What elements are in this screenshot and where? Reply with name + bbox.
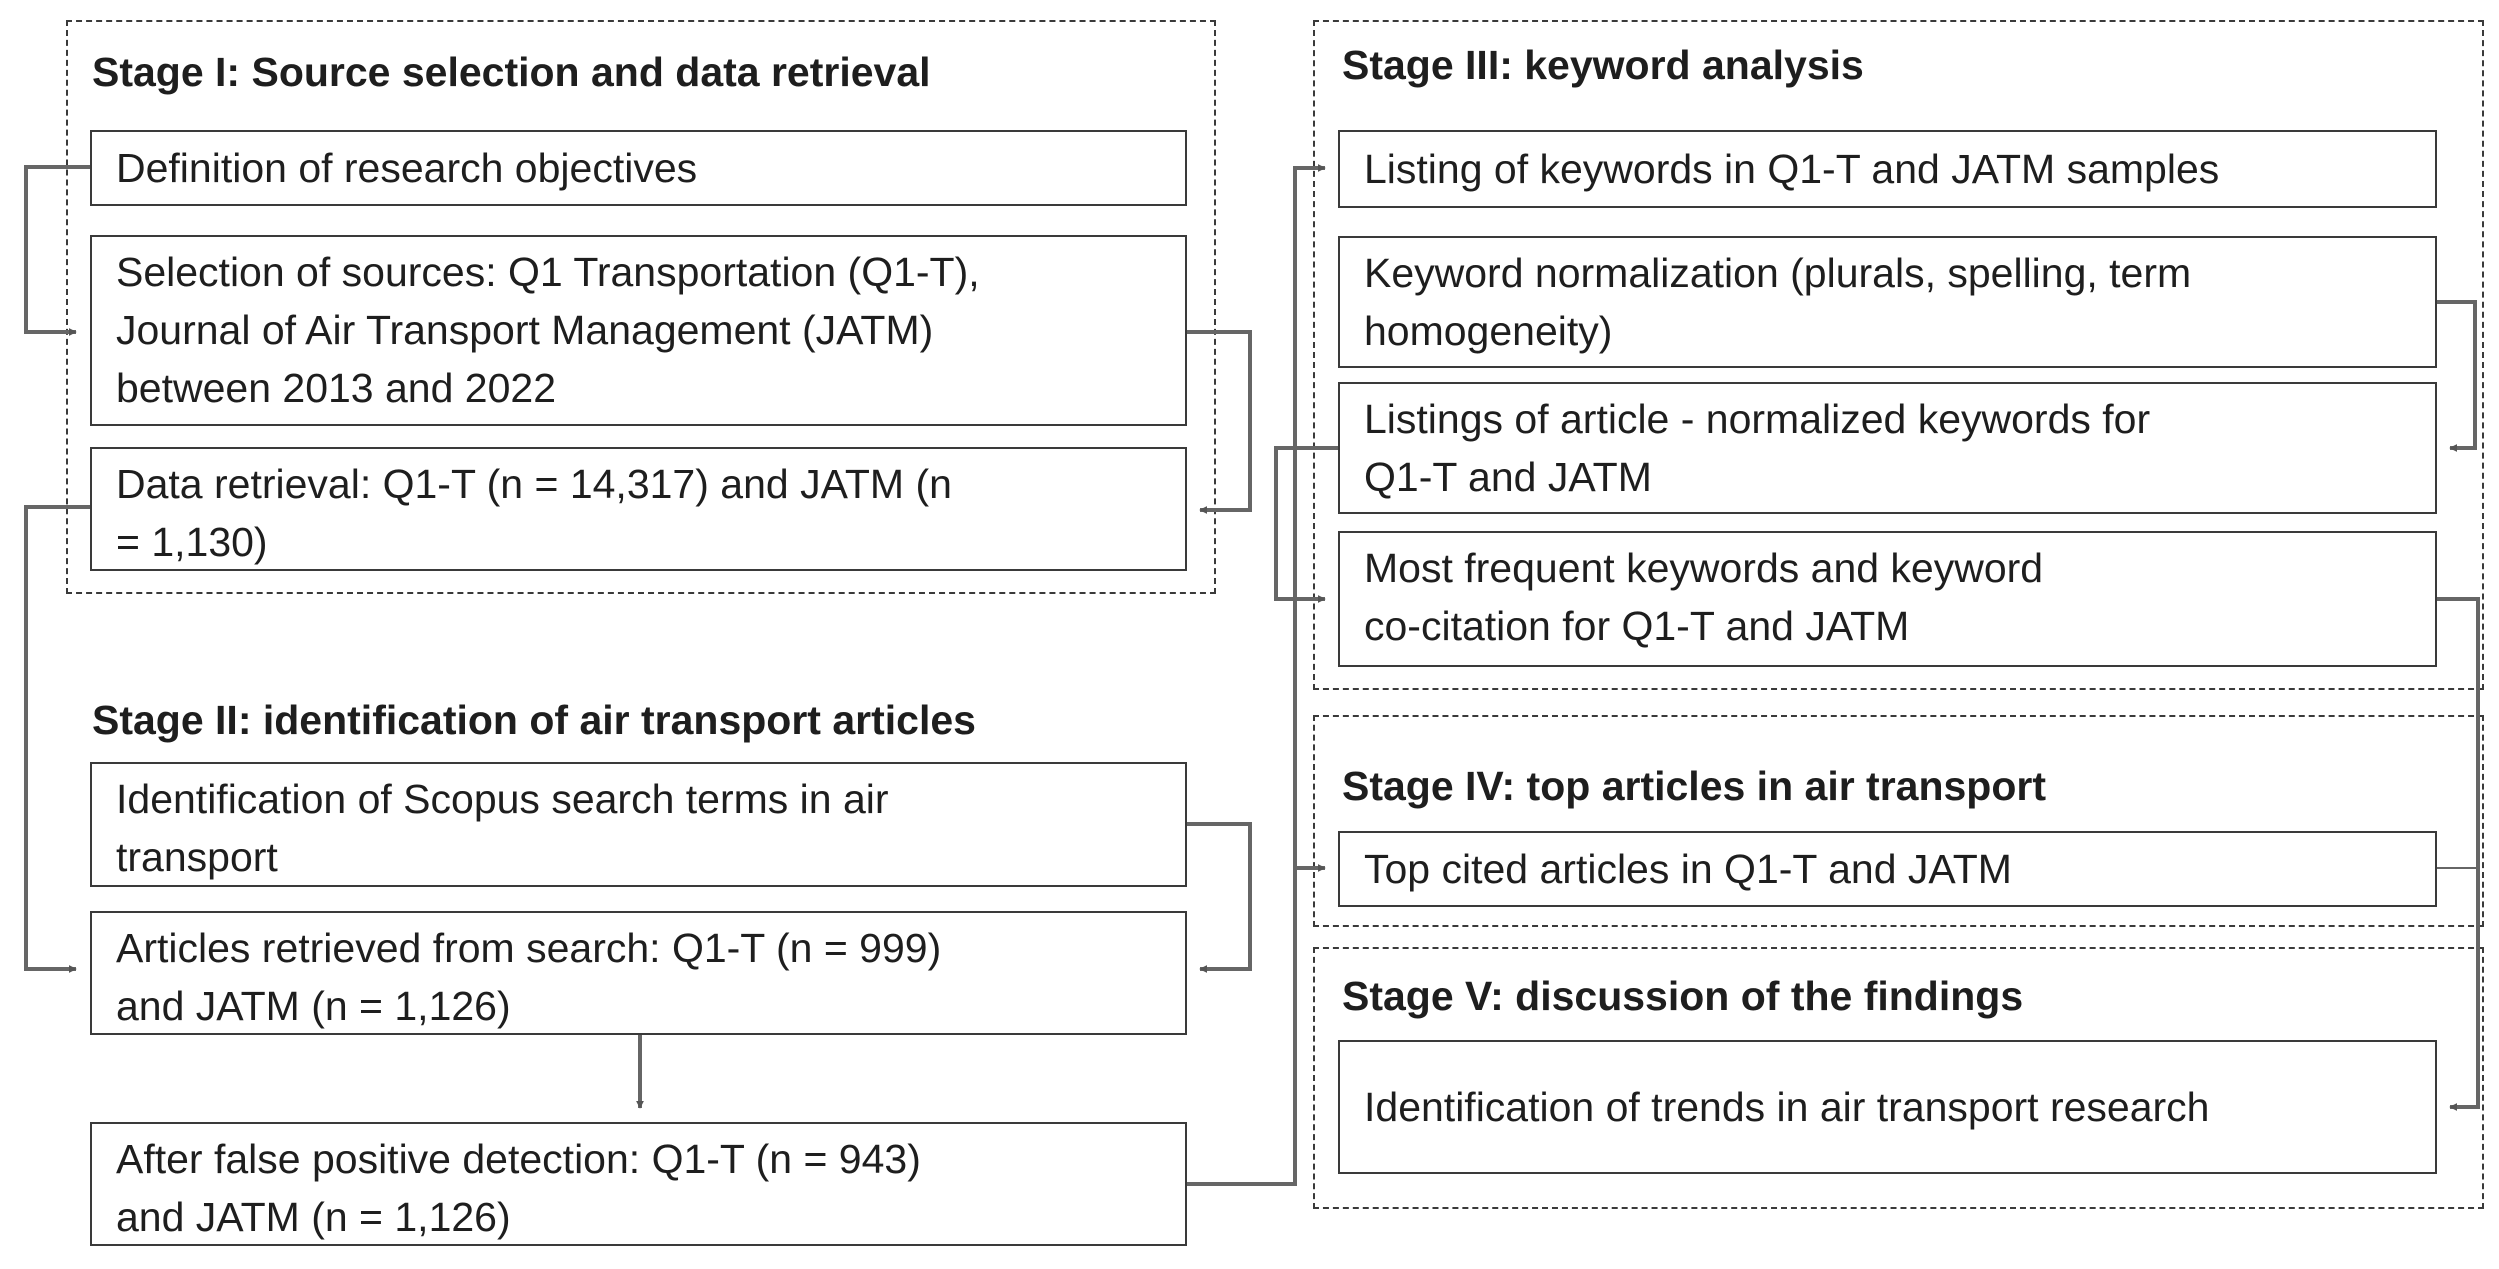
normalized-listings-box: Listings of article - normalized keyword… (1338, 382, 2437, 514)
connector-frequent-to-trends (2437, 597, 2480, 1111)
stage-5-container (1313, 947, 2484, 1209)
scopus-terms-box: Identification of Scopus search terms in… (90, 762, 1187, 887)
research-objectives-box: Definition of research objectives (90, 130, 1187, 206)
listing-keywords-box: Listing of keywords in Q1-T and JATM sam… (1338, 130, 2437, 208)
data-retrieval-box: Data retrieval: Q1-T (n = 14,317) and JA… (90, 447, 1187, 571)
top-cited-box: Top cited articles in Q1-T and JATM (1338, 831, 2437, 907)
false-positive-box: After false positive detection: Q1-T (n … (90, 1122, 1187, 1246)
stage-5-title: Stage V: discussion of the findings (1342, 973, 2024, 1019)
connector-normalization-to-listings (2437, 300, 2477, 452)
connector-objectives-to-sources (24, 165, 90, 336)
connector-falsepositive-to-stage3-4 (1187, 164, 1326, 1186)
connector-scopus-to-articles (1187, 822, 1252, 973)
keyword-normalization-box: Keyword normalization (plurals, spelling… (1338, 236, 2437, 368)
stage-4-container (1313, 715, 2484, 927)
stage-3-container (1313, 20, 2484, 690)
stage-1-container (66, 20, 1216, 594)
articles-retrieved-box: Articles retrieved from search: Q1-T (n … (90, 911, 1187, 1035)
stage-3-title: Stage III: keyword analysis (1342, 42, 1864, 88)
stage-1-title: Stage I: Source selection and data retri… (92, 49, 931, 95)
frequent-keywords-box: Most frequent keywords and keyword co-ci… (1338, 531, 2437, 667)
stage-2-title: Stage II: identification of air transpor… (92, 697, 976, 743)
connector-sources-to-retrieval (1187, 330, 1252, 514)
trends-box: Identification of trends in air transpor… (1338, 1040, 2437, 1174)
connector-listings-to-frequent (1274, 446, 1338, 603)
connector-retrieval-to-articles (24, 505, 90, 973)
source-selection-box: Selection of sources: Q1 Transportation … (90, 235, 1187, 426)
stage-4-title: Stage IV: top articles in air transport (1342, 763, 2047, 809)
